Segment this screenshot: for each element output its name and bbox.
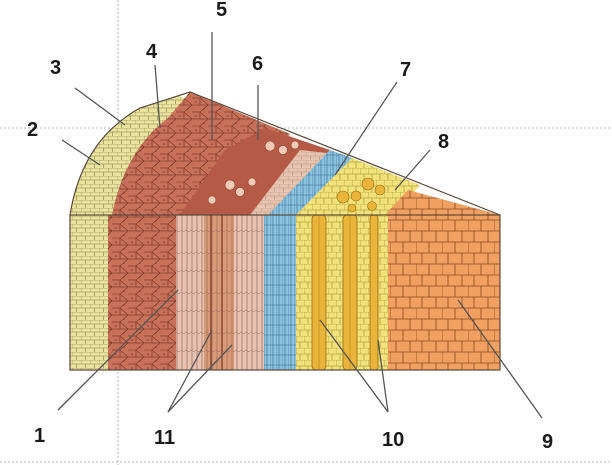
label-8: 8 — [438, 131, 449, 153]
label-9: 9 — [542, 431, 553, 453]
sclerenchyma-region — [180, 128, 330, 215]
sclerenchyma-cells — [207, 140, 300, 205]
label-10: 10 — [382, 429, 404, 451]
longitudinal-section — [69, 214, 501, 371]
number-labels: 1 2 3 4 5 6 7 8 9 10 11 — [27, 0, 553, 453]
label-2: 2 — [27, 119, 38, 141]
vessel-cells-top — [336, 177, 386, 213]
label-7: 7 — [400, 59, 411, 81]
label-4: 4 — [146, 41, 158, 63]
label-5: 5 — [216, 0, 227, 21]
label-11: 11 — [154, 427, 175, 449]
xylem-vessels — [311, 214, 379, 371]
label-1: 1 — [34, 425, 45, 447]
label-3: 3 — [50, 57, 61, 79]
transverse-section — [69, 91, 501, 216]
leader-lines — [57, 32, 543, 419]
label-6: 6 — [252, 53, 263, 75]
